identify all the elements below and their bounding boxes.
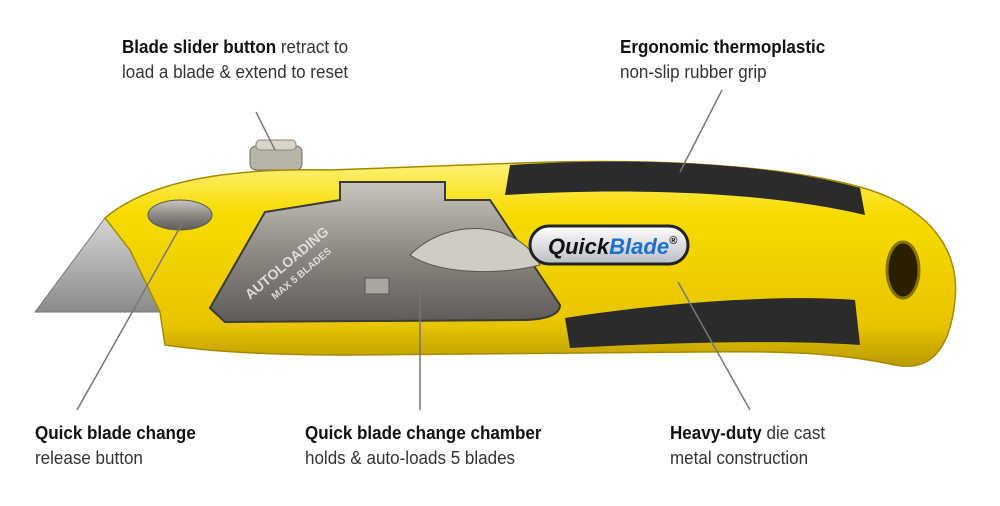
callout-text: die cast	[761, 422, 826, 443]
callout-text: non-slip rubber grip	[620, 61, 767, 82]
leader-release	[76, 221, 184, 411]
leader-grip	[679, 89, 723, 173]
callout-text: holds & auto-loads 5 blades	[305, 447, 516, 468]
callout-title: Quick blade change	[35, 422, 196, 443]
callout-chamber: Quick blade change chamber holds & auto-…	[305, 420, 541, 470]
release-button	[147, 199, 213, 231]
callout-grip: Ergonomic thermoplastic non-slip rubber …	[620, 34, 825, 84]
grip-bottom	[565, 298, 860, 348]
quickblade-logo: QuickBlade®	[528, 224, 690, 266]
callout-release-button: Quick blade change release button	[35, 420, 196, 470]
leader-body	[677, 281, 751, 411]
callout-title: Ergonomic thermoplastic	[620, 36, 826, 57]
callout-title: Heavy-duty	[670, 422, 762, 443]
callout-text: retract to	[276, 36, 349, 57]
leader-lines	[76, 89, 751, 411]
callout-blade-slider: Blade slider button retract to load a bl…	[122, 34, 348, 84]
blade-chamber	[208, 181, 562, 324]
callout-text: load a blade & extend to reset	[122, 61, 349, 82]
svg-text:QuickBlade®: QuickBlade®	[548, 234, 678, 259]
callout-text: release button	[35, 447, 143, 468]
lanyard-hole	[885, 240, 921, 300]
callout-title: Blade slider button	[122, 36, 277, 57]
leader-slider	[255, 111, 276, 151]
callout-title: Quick blade change chamber	[305, 422, 542, 443]
callout-text: metal construction	[670, 447, 809, 468]
callout-heavy-duty: Heavy-duty die cast metal construction	[670, 420, 825, 470]
blade-slider-button	[249, 139, 303, 171]
grip-top	[505, 161, 865, 215]
